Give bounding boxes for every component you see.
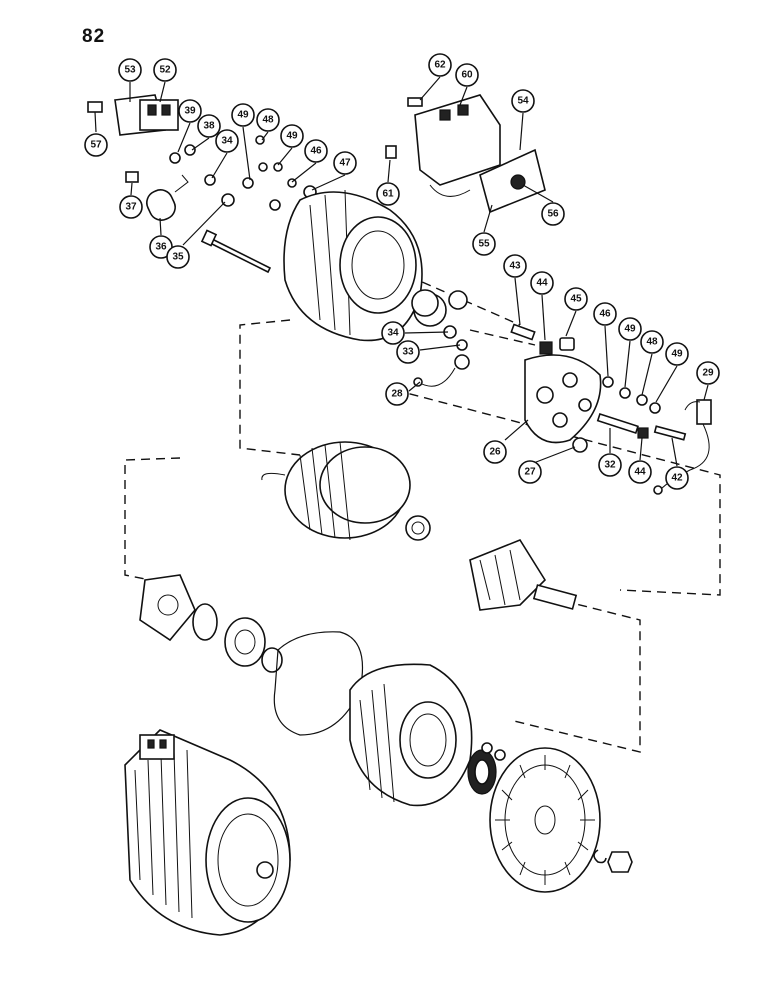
- svg-text:48: 48: [262, 115, 274, 126]
- svg-text:48: 48: [646, 337, 658, 348]
- svg-text:52: 52: [159, 65, 171, 76]
- callout-27: 27: [518, 460, 542, 484]
- svg-text:46: 46: [310, 146, 322, 157]
- svg-text:47: 47: [339, 158, 351, 169]
- callout-39: 39: [178, 99, 202, 123]
- callout-60: 60: [455, 63, 479, 87]
- svg-text:57: 57: [90, 140, 102, 151]
- callout-34b: 34: [381, 321, 405, 345]
- regulator-assembly-part: [87, 94, 179, 136]
- through-bolt-part: [200, 229, 272, 274]
- svg-text:26: 26: [489, 447, 501, 458]
- svg-text:49: 49: [286, 131, 298, 142]
- assembled-alternator-part: [124, 729, 291, 936]
- callout-52: 52: [153, 58, 177, 82]
- callout-28: 28: [385, 382, 409, 406]
- diode-part: [411, 289, 470, 387]
- callout-61: 61: [376, 182, 400, 206]
- capacitor-part: [125, 171, 189, 221]
- page-number: 82: [82, 26, 106, 47]
- svg-text:49: 49: [671, 349, 683, 360]
- svg-text:62: 62: [434, 60, 446, 71]
- callout-48a: 48: [256, 108, 280, 132]
- svg-text:34: 34: [387, 328, 399, 339]
- seal-part: [467, 742, 506, 795]
- svg-text:45: 45: [570, 294, 582, 305]
- cover-plate-part: [479, 148, 546, 214]
- svg-text:56: 56: [547, 209, 559, 220]
- callout-57: 57: [84, 133, 108, 157]
- callout-46b: 46: [593, 302, 617, 326]
- washers-and-nuts: [169, 135, 317, 211]
- callout-56: 56: [541, 202, 565, 226]
- svg-text:29: 29: [702, 368, 714, 379]
- callout-49a: 49: [231, 103, 255, 127]
- callout-47: 47: [333, 151, 357, 175]
- svg-text:38: 38: [203, 121, 215, 132]
- rear-housing-part: [283, 189, 468, 342]
- callout-43: 43: [503, 254, 527, 278]
- front-housing-part: [349, 663, 473, 807]
- svg-text:49: 49: [237, 110, 249, 121]
- svg-text:44: 44: [634, 467, 646, 478]
- callout-55: 55: [472, 232, 496, 256]
- callout-62: 62: [428, 53, 452, 77]
- callout-38: 38: [197, 114, 221, 138]
- svg-text:49: 49: [624, 324, 636, 335]
- svg-text:27: 27: [524, 467, 536, 478]
- callout-53: 53: [118, 58, 142, 82]
- callout-33: 33: [396, 340, 420, 364]
- svg-text:60: 60: [461, 70, 473, 81]
- svg-text:36: 36: [155, 242, 167, 253]
- svg-text:54: 54: [517, 96, 529, 107]
- callout-26: 26: [483, 440, 507, 464]
- svg-text:39: 39: [184, 106, 196, 117]
- svg-text:33: 33: [402, 347, 414, 358]
- callout-49b: 49: [280, 124, 304, 148]
- front-bearing-parts: [139, 574, 283, 673]
- svg-text:55: 55: [478, 239, 490, 250]
- fan-part: [489, 747, 633, 893]
- svg-text:44: 44: [536, 278, 548, 289]
- callout-37: 37: [119, 195, 143, 219]
- callout-49c: 49: [618, 317, 642, 341]
- callout-45: 45: [564, 287, 588, 311]
- callout-35: 35: [166, 245, 190, 269]
- svg-text:61: 61: [382, 189, 394, 200]
- callout-48b: 48: [640, 330, 664, 354]
- callout-46a: 46: [304, 139, 328, 163]
- callout-44b: 44: [628, 460, 652, 484]
- stator-part: [261, 441, 431, 541]
- svg-text:32: 32: [604, 460, 616, 471]
- rotor-part: [469, 539, 578, 611]
- svg-text:34: 34: [221, 136, 233, 147]
- callout-34: 34: [215, 129, 239, 153]
- callout-44a: 44: [530, 271, 554, 295]
- callout-54: 54: [511, 89, 535, 113]
- terminal-box-part: [385, 94, 501, 197]
- callout-49d: 49: [665, 342, 689, 366]
- callout-42: 42: [665, 466, 689, 490]
- svg-text:42: 42: [671, 473, 683, 484]
- svg-text:53: 53: [124, 65, 136, 76]
- svg-text:43: 43: [509, 261, 521, 272]
- svg-text:35: 35: [172, 252, 184, 263]
- leader-lines: [94, 76, 709, 467]
- callout-32: 32: [598, 453, 622, 477]
- svg-text:28: 28: [391, 389, 403, 400]
- svg-text:46: 46: [599, 309, 611, 320]
- callout-29: 29: [696, 361, 720, 385]
- rectifier-bridge-part: [510, 323, 687, 453]
- svg-text:37: 37: [125, 202, 137, 213]
